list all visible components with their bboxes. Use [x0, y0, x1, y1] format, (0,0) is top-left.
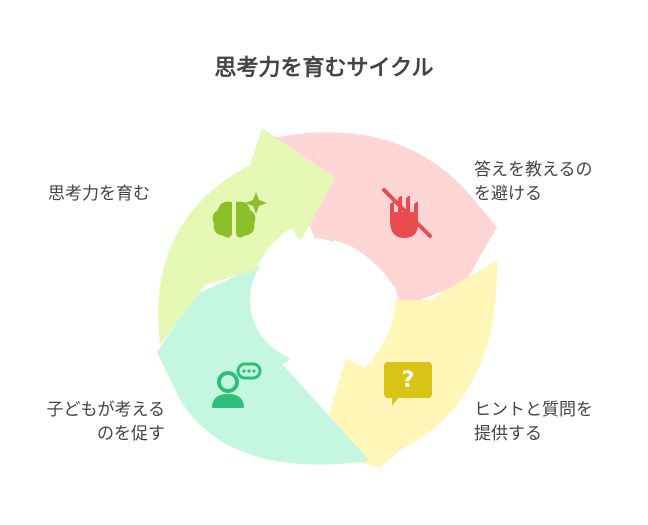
person-speaking-icon [212, 362, 262, 408]
brain-sparkle-icon [212, 192, 267, 238]
question-bubble-icon: ? [384, 362, 432, 406]
cycle-segment-encourage-thinking [157, 265, 370, 465]
no-hand-icon [382, 188, 432, 238]
step-label-build-thinking: 思考力を育む [48, 184, 150, 204]
cycle-center-hole [250, 238, 374, 362]
diagram-title: 思考力を育むサイクル [214, 56, 434, 81]
step-label-hints-questions: ヒントと質問を 提供する [474, 400, 593, 444]
cycle-segment-build-thinking [158, 128, 335, 345]
step-label-avoid-answers: 答えを教えるの を避ける [474, 160, 593, 204]
question-mark: ? [402, 368, 415, 393]
step-label-encourage-thinking: 子どもが考える のを促す [46, 400, 166, 444]
